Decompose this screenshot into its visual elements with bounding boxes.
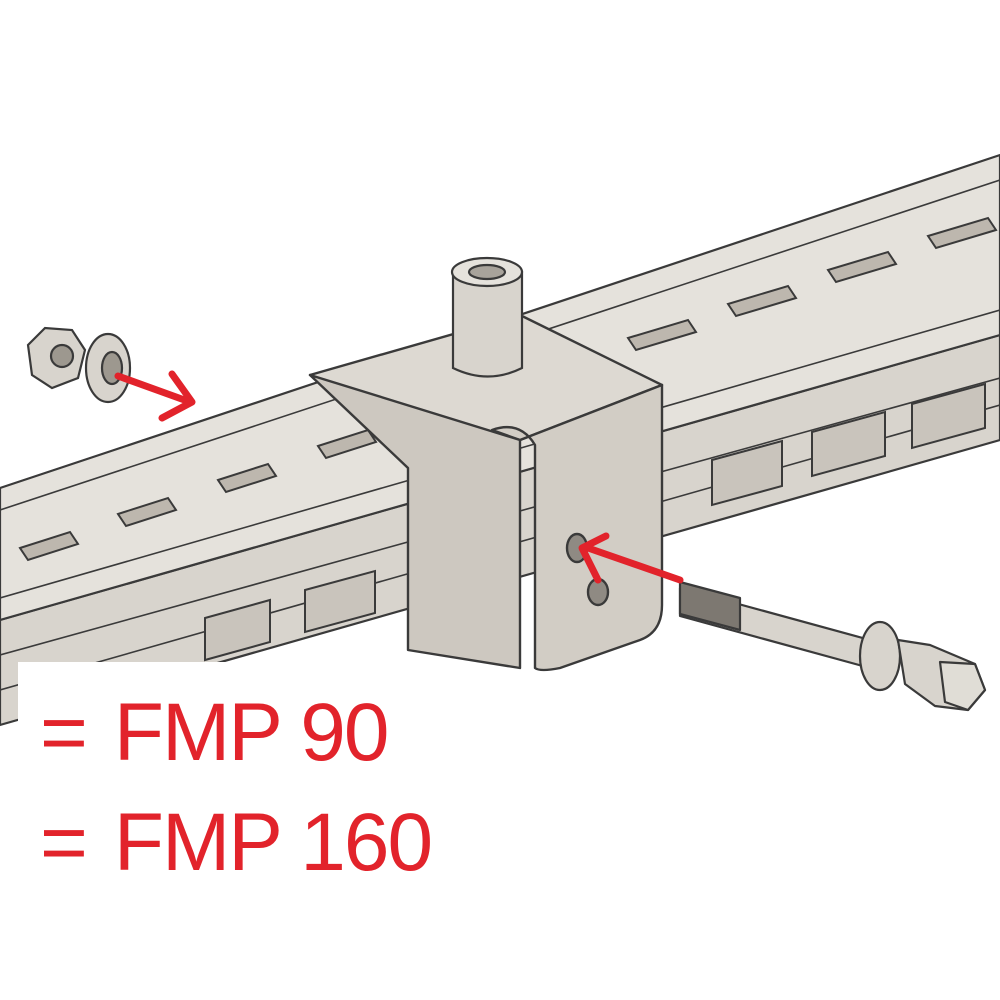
label-text: FMP 90 — [113, 687, 390, 778]
top-slots — [18, 216, 998, 562]
label-fmp-90: =FMP 90 — [40, 692, 389, 774]
bolt-head-face — [938, 660, 987, 712]
label-fmp-160: =FMP 160 — [40, 802, 433, 884]
bolt-washer — [858, 620, 902, 692]
slot — [726, 284, 798, 318]
bracket-side-plate — [490, 383, 664, 672]
hex-nut-hole — [49, 343, 75, 369]
slot — [926, 216, 998, 250]
hex-bolt — [678, 580, 987, 712]
label-prefix: = — [40, 797, 88, 888]
slot — [626, 318, 698, 352]
arrow-bolt-to-bracket — [584, 544, 684, 584]
threaded-stud — [450, 256, 524, 378]
arrow-nut-to-channel — [114, 372, 194, 406]
slot — [18, 530, 80, 562]
stud-bore — [467, 263, 507, 281]
stud-body — [451, 270, 524, 378]
slot — [216, 462, 278, 494]
slot — [304, 569, 376, 634]
hex-nut — [26, 326, 87, 390]
slot — [826, 250, 898, 284]
slot — [711, 439, 783, 507]
slot — [116, 496, 178, 528]
slot — [204, 598, 271, 662]
bracket-side-plate-back — [308, 373, 522, 670]
assembly-arrows — [114, 370, 684, 584]
washer — [84, 332, 132, 404]
label-prefix: = — [40, 687, 88, 778]
label-text: FMP 160 — [113, 797, 433, 888]
model-labels: =FMP 90 =FMP 160 — [18, 662, 446, 902]
arrow-nut-to-channel-head — [158, 370, 196, 422]
slot — [811, 410, 886, 478]
bolt-thread — [678, 580, 742, 632]
slot — [316, 428, 378, 460]
arrow-bolt-to-bracket-head — [578, 532, 610, 584]
slot — [911, 382, 986, 450]
